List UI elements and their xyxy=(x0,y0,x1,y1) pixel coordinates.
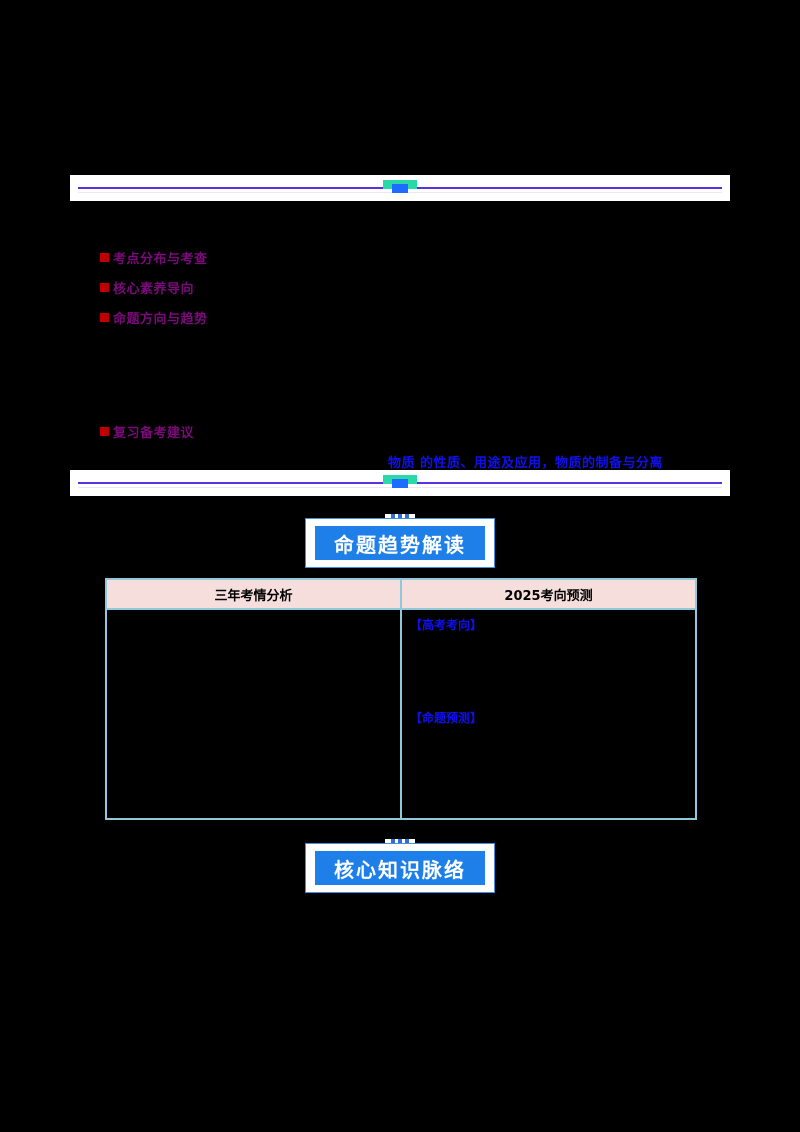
section-heading-trend-analysis: 命题趋势解读 xyxy=(305,510,495,568)
badge-fill: 命题趋势解读 xyxy=(315,526,485,560)
table-row: 【高考考向】 【命题预测】 xyxy=(105,608,697,820)
section-heading-label: 命题趋势解读 xyxy=(334,532,466,557)
list-item-label: 考点分布与考查 xyxy=(113,252,208,267)
cell-heading-exam-direction: 【高考考向】 xyxy=(410,616,687,633)
list-item: 核心素养导向 xyxy=(100,278,194,297)
table-cell-2025-prediction: 【高考考向】 【命题预测】 xyxy=(400,608,697,820)
table-header-row: 三年考情分析 2025考向预测 xyxy=(105,578,697,610)
section-heading-core-knowledge: 核心知识脉络 xyxy=(305,835,495,893)
section-heading-label: 核心知识脉络 xyxy=(334,857,466,882)
cell-heading-proposition-forecast: 【命题预测】 xyxy=(410,709,687,726)
badge-fill: 核心知识脉络 xyxy=(315,851,485,885)
exam-analysis-table: 三年考情分析 2025考向预测 【高考考向】 【命题预测】 xyxy=(105,578,697,820)
square-bullet-icon xyxy=(100,283,109,292)
table-cell-three-year-analysis xyxy=(105,608,402,820)
badge-dot-icon xyxy=(398,514,402,518)
list-item-label: 核心素养导向 xyxy=(113,282,195,297)
divider-ornament-icon xyxy=(383,180,417,193)
badge-dots-icon xyxy=(385,514,415,518)
list-item: 考点分布与考查 xyxy=(100,248,208,267)
badge-dot-icon xyxy=(405,839,409,843)
square-bullet-icon xyxy=(100,427,109,436)
table-header-cell-2025-prediction: 2025考向预测 xyxy=(400,578,697,610)
list-item-label: 复习备考建议 xyxy=(113,426,195,441)
list-item: 复习备考建议 xyxy=(100,422,194,441)
square-bullet-icon xyxy=(100,313,109,322)
list-item-label: 命题方向与趋势 xyxy=(113,312,208,327)
badge-dot-icon xyxy=(391,839,395,843)
section-divider-top xyxy=(70,175,730,201)
list-item: 命题方向与趋势 xyxy=(100,308,208,327)
divider-ornament-icon xyxy=(383,475,417,488)
divider-ornament-core-icon xyxy=(392,479,408,488)
badge-dot-icon xyxy=(405,514,409,518)
badge-dot-icon xyxy=(391,514,395,518)
badge-dot-icon xyxy=(398,839,402,843)
square-bullet-icon xyxy=(100,253,109,262)
emphasis-note: 物质 的性质、用途及应用，物质的制备与分离 xyxy=(388,456,664,471)
divider-ornament-core-icon xyxy=(392,184,408,193)
section-divider-bottom xyxy=(70,470,730,496)
badge-dots-icon xyxy=(385,839,415,843)
table-header-cell-three-year-analysis: 三年考情分析 xyxy=(105,578,402,610)
